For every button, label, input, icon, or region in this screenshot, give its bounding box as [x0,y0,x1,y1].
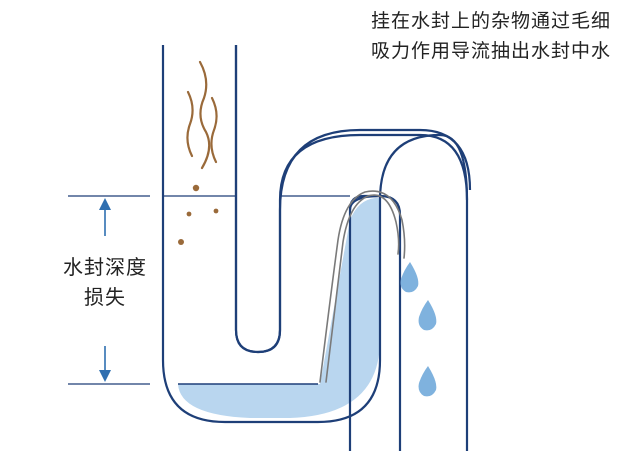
capillary-thread [319,190,406,383]
depth-arrow-down [99,346,111,382]
droplet-1 [400,262,419,293]
depth-loss-label: 水封深度 损失 [55,252,155,312]
droplet-3 [418,366,437,397]
caption: 挂在水封上的杂物通过毛细 吸力作用导流抽出水封中水 [371,6,611,66]
pipe-crown-outer [278,133,469,201]
depth-label-line-1: 水封深度 [63,255,147,279]
depth-label-line-2: 损失 [84,285,126,309]
droplet-2 [418,300,437,331]
depth-arrow-up [99,198,111,236]
debris-particles [178,184,219,245]
pipe-inner-u [234,45,282,354]
caption-line-1: 挂在水封上的杂物通过毛细 [370,10,611,32]
caption-line-2: 吸力作用导流抽出水封中水 [370,40,611,62]
water-body [178,198,380,418]
debris-strands [186,60,218,170]
droplets [400,262,437,397]
